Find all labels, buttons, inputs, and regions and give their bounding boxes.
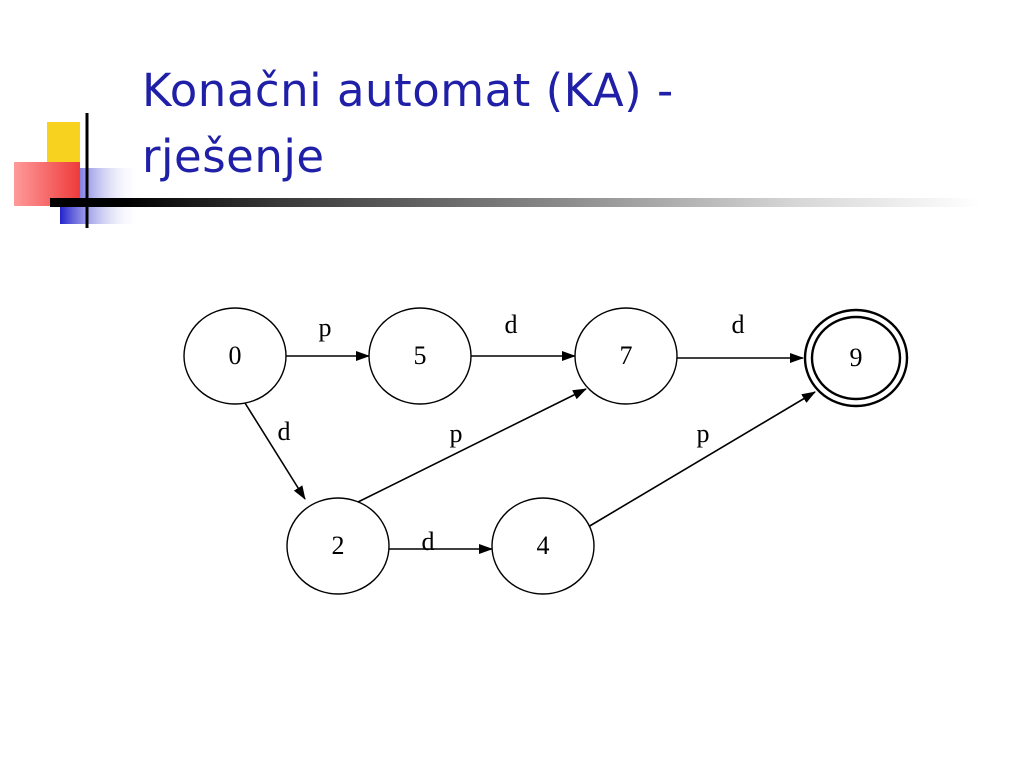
state-circle-5 xyxy=(368,307,472,405)
state-label-5: 5 xyxy=(414,341,427,370)
state-9: 9 xyxy=(803,308,909,408)
state-label-0: 0 xyxy=(229,341,242,370)
transition-label-0-2: d xyxy=(278,417,291,446)
title-line-2: rješenje xyxy=(142,130,325,183)
state-label-7: 7 xyxy=(620,341,633,370)
slide-title: Konačni automat (KA) - rješenje xyxy=(142,58,674,190)
transition-arrow-2-7 xyxy=(357,388,587,503)
state-label-2: 2 xyxy=(332,531,345,560)
accepting-state-ring-9 xyxy=(810,315,902,401)
transition-label-2-7: p xyxy=(450,419,463,448)
transition-arrow-0-2 xyxy=(244,402,306,500)
state-5: 5 xyxy=(368,307,472,405)
state-circle-2 xyxy=(286,497,390,595)
state-label-4: 4 xyxy=(537,531,550,560)
title-line-1: Konačni automat (KA) - xyxy=(142,64,674,117)
transition-arrow-4-9 xyxy=(587,391,816,528)
state-circle-4 xyxy=(491,497,595,595)
state-4: 4 xyxy=(491,497,595,595)
transition-label-4-9: p xyxy=(697,419,710,448)
state-2: 2 xyxy=(286,497,390,595)
state-circle-7 xyxy=(574,307,678,405)
transition-label-2-4: d xyxy=(422,527,435,556)
title-underline xyxy=(50,198,980,207)
transition-label-5-7: d xyxy=(505,310,518,339)
state-circle-0 xyxy=(183,307,287,405)
state-7: 7 xyxy=(574,307,678,405)
transition-label-0-5: p xyxy=(319,313,332,342)
state-label-9: 9 xyxy=(850,343,863,372)
yellow-square xyxy=(47,122,80,164)
state-0: 0 xyxy=(183,307,287,405)
state-circle-9 xyxy=(803,308,909,408)
transition-label-7-9: d xyxy=(732,310,745,339)
